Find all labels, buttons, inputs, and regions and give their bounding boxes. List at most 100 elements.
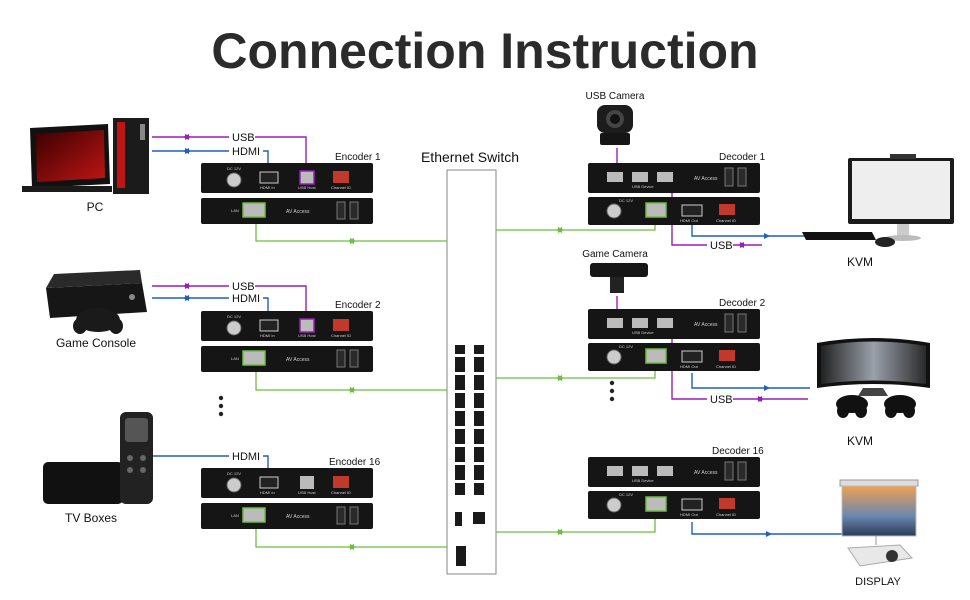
- cable-label-usb: USB: [710, 240, 733, 252]
- pc-icon: [22, 118, 149, 194]
- hdmi-port-icon: [681, 204, 703, 217]
- channel-id-label: Channel ID: [716, 364, 736, 369]
- hdmi-port-label: HDMI In: [260, 490, 275, 495]
- hdmi-port-label: HDMI In: [260, 185, 275, 190]
- lan-port-icon: [645, 496, 667, 512]
- decoder-label: Decoder 2: [719, 298, 766, 309]
- dc-port-icon: [226, 477, 242, 493]
- lan-port-icon: [242, 202, 266, 218]
- usb-port-icon: [607, 466, 623, 476]
- hdmi-port-label: HDMI Out: [680, 364, 699, 369]
- usb-port-icon: [299, 170, 315, 185]
- usb-port-icon: [632, 172, 648, 182]
- channel-id-label: Channel ID: [331, 490, 351, 495]
- hdmi-port-label: HDMI Out: [680, 512, 699, 517]
- usb-port-icon: [607, 172, 623, 182]
- lan-port-icon: [645, 348, 667, 364]
- hdmi-port-icon: [259, 171, 279, 184]
- brand-label: AV Access: [286, 209, 310, 215]
- hdmi-port-icon: [259, 319, 279, 332]
- usb-device-label: USB Device: [632, 184, 654, 189]
- dc-port-icon: [606, 349, 622, 365]
- encoder-1: Encoder 1 DC 12V HDMI In USB Host Channe…: [201, 152, 381, 224]
- usb-port-icon: [657, 172, 673, 182]
- game-controller-icon: [836, 395, 916, 418]
- channel-id-label: Channel ID: [716, 512, 736, 517]
- channel-id-switch-icon: [719, 350, 735, 361]
- channel-id-switch-icon: [719, 498, 735, 509]
- usb-port-icon: [657, 466, 673, 476]
- game-camera-icon: [590, 263, 648, 293]
- decoder-16: Decoder 16 USB Device AV Access DC 12V H…: [588, 446, 764, 519]
- channel-id-switch-icon: [333, 319, 349, 331]
- cable-label-usb: USB: [232, 281, 255, 293]
- lan-label: LAN: [231, 208, 239, 213]
- dc-label: DC 12V: [619, 198, 633, 203]
- projector-screen-icon: [839, 479, 919, 545]
- hdmi-port-label: HDMI In: [260, 333, 275, 338]
- ethernet-cables: [255, 210, 656, 548]
- brand-label: AV Access: [286, 357, 310, 363]
- output-label-display: DISPLAY: [855, 576, 901, 588]
- lan-label: LAN: [231, 513, 239, 518]
- dc-port-icon: [606, 203, 622, 219]
- hdmi-port-icon: [259, 476, 279, 489]
- dc-port-icon: [226, 320, 242, 336]
- usb-device-label: USB Device: [632, 330, 654, 335]
- brand-label: AV Access: [286, 514, 310, 520]
- lan-port-icon: [645, 202, 667, 218]
- dc-label: DC 12V: [619, 344, 633, 349]
- switch-label: Ethernet Switch: [421, 149, 519, 165]
- decoder-label: Decoder 16: [712, 446, 764, 457]
- output-label-kvm: KVM: [847, 255, 873, 269]
- ethernet-arrows: [348, 227, 564, 550]
- usb-port-icon: [299, 318, 315, 333]
- brand-label: AV Access: [694, 322, 718, 328]
- hdmi-arrows: [183, 148, 772, 537]
- game-camera-label: Game Camera: [582, 249, 648, 260]
- encoder-label: Encoder 2: [335, 300, 381, 311]
- source-label-pc: PC: [87, 200, 104, 214]
- dc-label: DC 12V: [227, 166, 241, 171]
- brand-label: AV Access: [694, 176, 718, 182]
- channel-id-label: Channel ID: [331, 333, 351, 338]
- encoder-label: Encoder 1: [335, 152, 381, 163]
- lan-port-icon: [242, 350, 266, 366]
- hdmi-port-label: HDMI Out: [680, 218, 699, 223]
- dc-port-icon: [606, 497, 622, 513]
- channel-id-switch-icon: [333, 476, 349, 488]
- lan-port-icon: [242, 507, 266, 523]
- usb-port-label: USB Host: [298, 490, 316, 495]
- encoder-16: Encoder 16 DC 12V HDMI In USB Host Chann…: [201, 457, 381, 529]
- usb-port-label: USB Host: [298, 185, 316, 190]
- usb-port-label: USB Host: [298, 333, 316, 338]
- projector-icon: [847, 544, 914, 567]
- lan-label: LAN: [231, 356, 239, 361]
- source-label-game-console: Game Console: [56, 336, 136, 350]
- usb-camera-icon: [597, 105, 633, 145]
- hdmi-port-icon: [681, 498, 703, 511]
- dc-label: DC 12V: [227, 471, 241, 476]
- more-encoders-dots: [218, 395, 224, 417]
- source-label-tv-boxes: TV Boxes: [65, 511, 117, 525]
- usb-port-icon: [632, 466, 648, 476]
- encoder-label: Encoder 16: [329, 457, 381, 468]
- tv-box-icon: [43, 412, 153, 504]
- decoder-2: Decoder 2 USB Device AV Access DC 12V HD…: [588, 298, 766, 371]
- decoder-1: Decoder 1 USB Device AV Access DC 12V HD…: [588, 152, 766, 225]
- channel-id-label: Channel ID: [716, 218, 736, 223]
- output-label-kvm: KVM: [847, 434, 873, 448]
- hdmi-port-icon: [681, 350, 703, 363]
- channel-id-switch-icon: [719, 204, 735, 215]
- cable-label-hdmi: HDMI: [232, 293, 260, 305]
- cable-label-hdmi: HDMI: [232, 451, 260, 463]
- dc-port-icon: [226, 172, 242, 188]
- decoder-label: Decoder 1: [719, 152, 766, 163]
- page-title: Connection Instruction: [211, 23, 758, 79]
- usb-arrows: [183, 134, 764, 402]
- usb-port-icon: [657, 318, 673, 328]
- cable-label-usb: USB: [710, 394, 733, 406]
- ethernet-switch: [446, 169, 497, 575]
- kvm-monitor-icon: [802, 154, 954, 247]
